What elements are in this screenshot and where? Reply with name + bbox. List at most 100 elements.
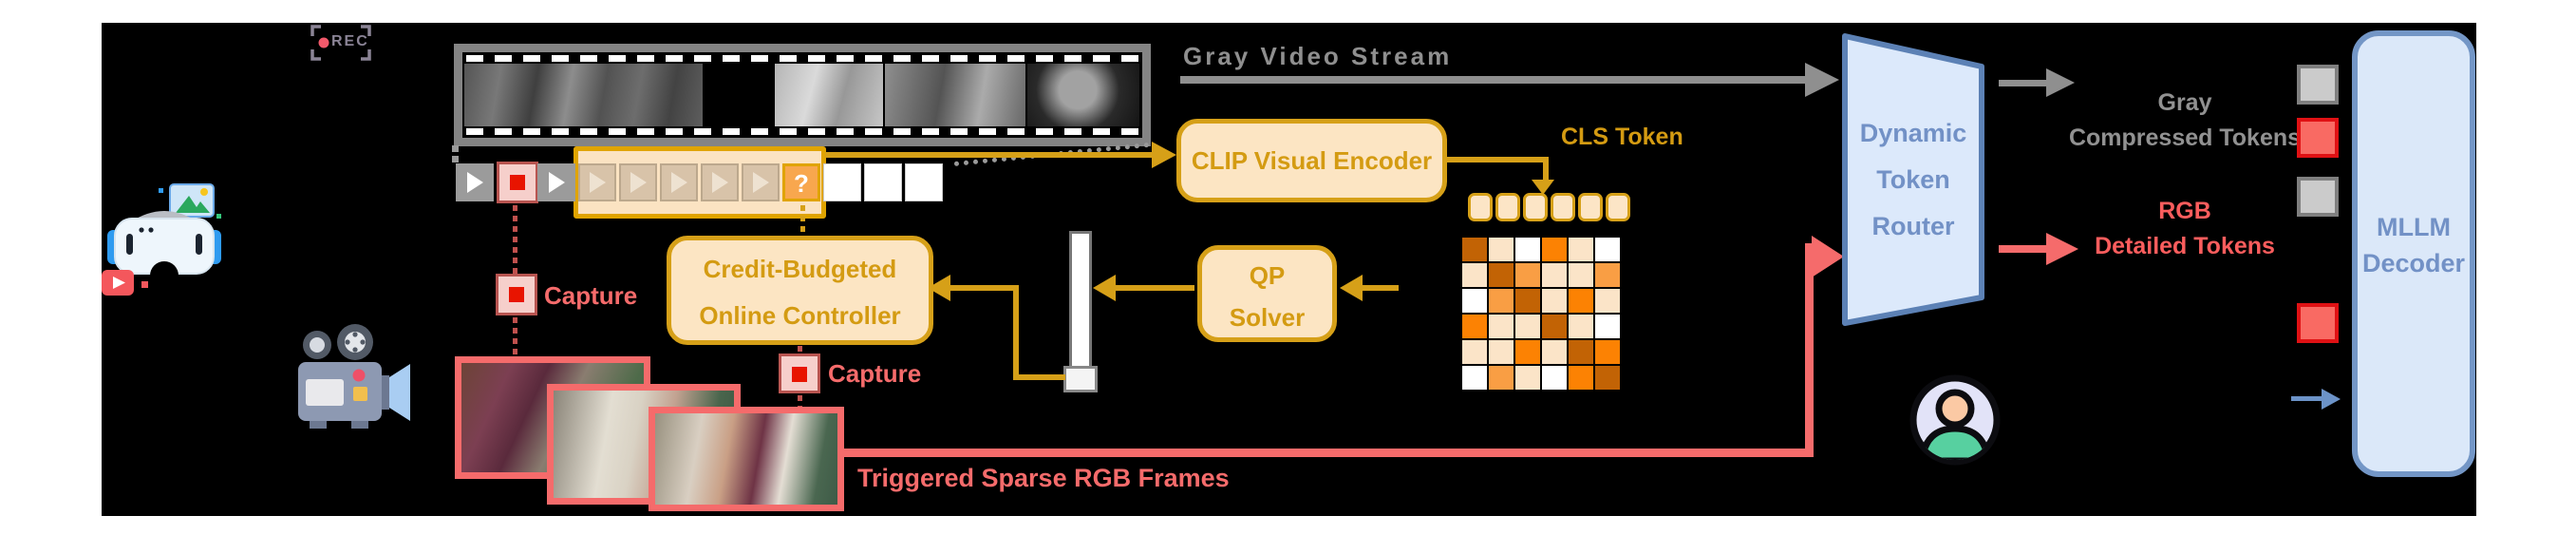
cls-token-cell bbox=[1523, 193, 1548, 221]
rgb-frame-photo bbox=[649, 407, 844, 511]
grid-cell bbox=[1489, 238, 1514, 261]
grid-cell bbox=[1542, 315, 1567, 338]
dynamic-token-router-shape bbox=[1842, 33, 1984, 326]
gray-film-strip bbox=[454, 44, 1151, 146]
sprocket-holes-top bbox=[466, 55, 1138, 62]
capture2-label: Capture bbox=[828, 359, 922, 388]
grid-cell bbox=[1569, 289, 1593, 313]
grid-cell bbox=[1515, 263, 1540, 287]
router-label-line2: Token bbox=[1876, 165, 1950, 194]
gray-video-frame bbox=[1027, 64, 1139, 126]
mllm-label-line1: MLLM bbox=[2377, 213, 2451, 241]
capture2-dotted-link bbox=[798, 346, 802, 353]
capture1-marker bbox=[496, 274, 537, 315]
play-icon bbox=[630, 172, 647, 193]
arrowhead-left-icon bbox=[1093, 275, 1116, 301]
rec-label: REC bbox=[331, 33, 369, 49]
slider-feedback-path-top bbox=[945, 285, 1019, 291]
credit-budgeted-controller-box: Credit-Budgeted Online Controller bbox=[667, 236, 933, 345]
gray-output-label-line1: Gray bbox=[2157, 89, 2212, 116]
question-to-controller-dotted bbox=[800, 205, 805, 236]
capture1-label: Capture bbox=[544, 281, 638, 310]
grid-cell bbox=[1542, 289, 1567, 313]
grid-cell bbox=[1515, 289, 1540, 313]
grid-cell bbox=[1595, 289, 1620, 313]
slider-feedback-path-vertical bbox=[1013, 285, 1019, 380]
record-square-icon bbox=[510, 175, 525, 190]
vr-headset-icon bbox=[102, 175, 235, 313]
clip-visual-encoder-label: CLIP Visual Encoder bbox=[1191, 146, 1433, 175]
timeline-cell-empty bbox=[823, 163, 861, 201]
capture1-dotted-link bbox=[513, 205, 517, 274]
grid-to-qp-arrow bbox=[1361, 285, 1399, 291]
timeline-cell-empty bbox=[905, 163, 943, 201]
grid-cell bbox=[1569, 263, 1593, 287]
cls-token-cell bbox=[1578, 193, 1603, 221]
arrowhead-right-icon bbox=[2046, 233, 2078, 265]
connector-dot bbox=[452, 145, 459, 152]
user-avatar-icon bbox=[1909, 374, 2001, 466]
window-to-clip-arrow bbox=[825, 152, 1154, 158]
grid-cell bbox=[1569, 340, 1593, 364]
record-square-icon bbox=[792, 367, 807, 382]
capture1-dotted-link-lower bbox=[513, 317, 517, 356]
qp-solver-box: QP Solver bbox=[1197, 245, 1337, 342]
timeline-cell-question[interactable]: ? bbox=[782, 163, 820, 201]
gray-video-frame bbox=[885, 64, 1025, 126]
triggered-rgb-path-horizontal bbox=[844, 449, 1814, 457]
timeline-cell-play-tan[interactable] bbox=[701, 163, 739, 201]
play-icon bbox=[467, 172, 483, 193]
grid-cell bbox=[1569, 366, 1593, 390]
cls-token-cell bbox=[1468, 193, 1493, 221]
timeline-cell-play-tan[interactable] bbox=[578, 163, 616, 201]
timeline-cell-play-gray[interactable] bbox=[456, 163, 494, 201]
rgb-output-label-line1: RGB bbox=[2158, 198, 2211, 224]
rec-brackets-icon bbox=[310, 25, 371, 61]
connector-dot bbox=[452, 156, 459, 162]
timeline-cell-play-tan[interactable] bbox=[619, 163, 657, 201]
budget-slider-handle[interactable] bbox=[1063, 366, 1098, 392]
cls-token-cell bbox=[1551, 193, 1575, 221]
pipeline-panel: REC bbox=[102, 23, 2476, 516]
sprocket-holes-bottom bbox=[466, 128, 1138, 135]
grid-cell bbox=[1542, 238, 1567, 261]
timeline-cell-play-tan[interactable] bbox=[742, 163, 780, 201]
token-similarity-grid bbox=[1462, 238, 1620, 390]
cls-token-cell bbox=[1606, 193, 1630, 221]
arrowhead-left-icon bbox=[1340, 275, 1363, 301]
timeline-cell-empty bbox=[864, 163, 902, 201]
grid-cell bbox=[1515, 340, 1540, 364]
grid-cell bbox=[1595, 238, 1620, 261]
qp-to-slider-arrow bbox=[1114, 285, 1194, 291]
grid-cell bbox=[1489, 366, 1514, 390]
slider-feedback-path bbox=[1013, 374, 1065, 380]
timeline-cell-capture[interactable] bbox=[497, 162, 538, 203]
router-label-line1: Dynamic bbox=[1859, 119, 1967, 147]
grid-cell bbox=[1489, 289, 1514, 313]
cls-token-label: CLS Token bbox=[1561, 124, 1683, 150]
grid-cell bbox=[1489, 263, 1514, 287]
grid-cell bbox=[1595, 366, 1620, 390]
red-token-square bbox=[2297, 118, 2339, 158]
grid-cell bbox=[1515, 315, 1540, 338]
controller-label-line1: Credit-Budgeted bbox=[703, 255, 897, 283]
grid-cell bbox=[1462, 238, 1487, 261]
grid-cell bbox=[1462, 263, 1487, 287]
capture2-dotted-link-lower bbox=[798, 395, 802, 407]
rgb-detailed-tokens-label: RGB Detailed Tokens bbox=[2063, 194, 2306, 264]
timeline-cell-play-gray[interactable] bbox=[537, 163, 575, 201]
grid-cell bbox=[1515, 238, 1540, 261]
budget-slider-track bbox=[1069, 231, 1092, 370]
grid-cell bbox=[1569, 315, 1593, 338]
grid-cell bbox=[1542, 263, 1567, 287]
grid-cell bbox=[1462, 315, 1487, 338]
clip-to-cls-arrow bbox=[1447, 157, 1546, 162]
grid-cell bbox=[1595, 263, 1620, 287]
record-square-icon bbox=[509, 287, 524, 302]
arrowhead-right-icon bbox=[1152, 142, 1176, 168]
grid-cell bbox=[1489, 340, 1514, 364]
grid-cell bbox=[1515, 366, 1540, 390]
timeline-cell-play-tan[interactable] bbox=[660, 163, 698, 201]
gray-token-square bbox=[2297, 177, 2339, 217]
